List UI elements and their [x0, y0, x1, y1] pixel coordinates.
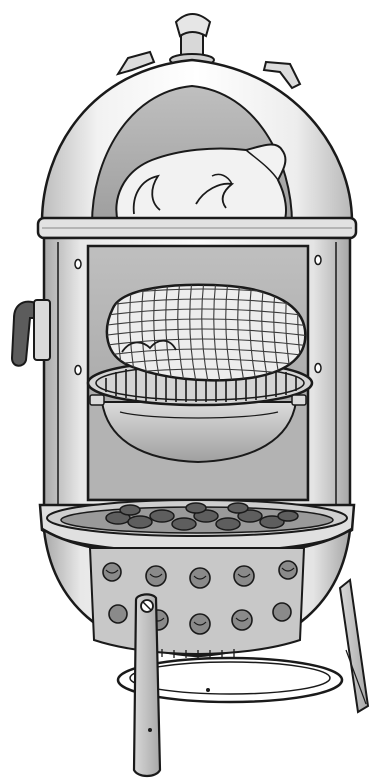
lower-bowl [44, 530, 350, 656]
right-leg [340, 580, 368, 712]
door-handle [12, 300, 50, 366]
lid-rim [38, 218, 356, 238]
front-leg [134, 594, 160, 776]
top-vent-knob [170, 14, 214, 66]
